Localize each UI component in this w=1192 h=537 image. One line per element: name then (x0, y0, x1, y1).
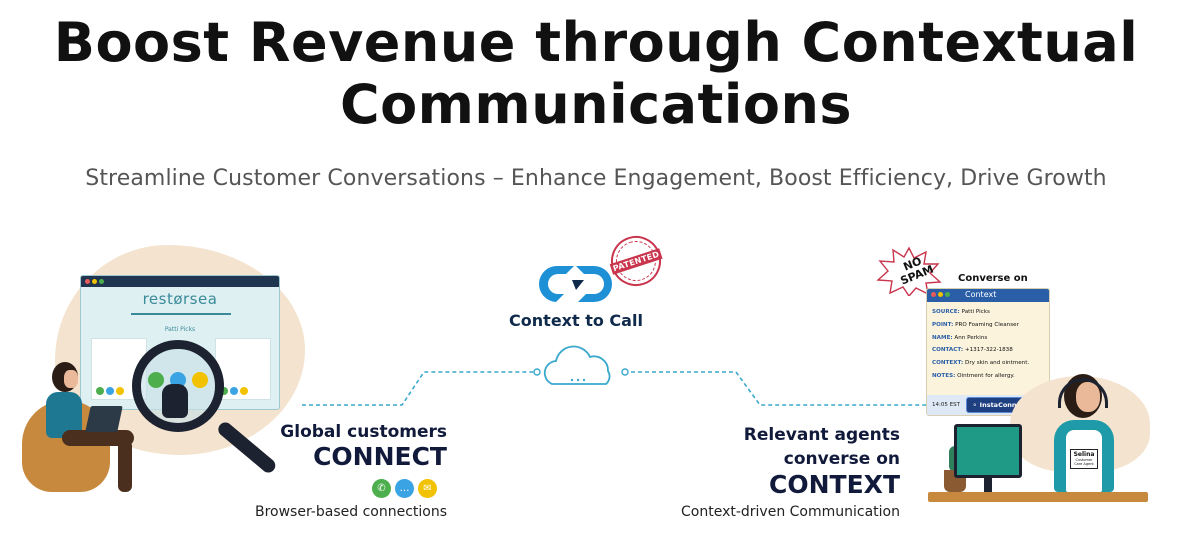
context-field-row: CONTEXT: Dry skin and ointment. (932, 357, 1044, 370)
context-field-value: Patti Picks (961, 309, 990, 315)
monitor-icon (954, 424, 1022, 478)
laptop-icon (85, 406, 123, 432)
context-field-key: POINT: (932, 321, 954, 328)
page-title-line1: Boost Revenue through Contextual (53, 11, 1139, 74)
no-spam-starburst (876, 246, 942, 296)
context-field-row: NOTES: Ointment for allergy. (932, 370, 1044, 383)
context-field-value: +1317-322-1838 (964, 347, 1013, 354)
pointer-hand-icon (162, 384, 188, 418)
context-field-key: CONTACT: (932, 347, 964, 354)
browser-brand-logo: restørsea (142, 290, 218, 308)
mail-icon: ✉ (418, 479, 437, 498)
context-to-call-logo-icon (538, 265, 612, 302)
panel-heading: Converse on (958, 273, 1028, 284)
context-field-value: Ointment for allergy. (957, 372, 1015, 379)
left-headline-connect: CONNECT (313, 442, 447, 471)
context-field-key: NOTES: (932, 372, 956, 379)
right-connector-node (621, 368, 629, 376)
right-headline-context: CONTEXT (769, 470, 900, 499)
phone-icon: ✆ (372, 479, 391, 498)
left-footnote: Browser-based connections (254, 504, 447, 520)
product-card (215, 338, 271, 400)
left-caption: Global customers (280, 422, 447, 442)
context-field-value: Ann Perkins (954, 334, 988, 341)
chat-icon: … (395, 479, 414, 498)
context-to-call-label: Context to Call (509, 311, 643, 330)
desk-illustration (928, 492, 1148, 502)
context-field-row: SOURCE: Patti Picks (932, 306, 1044, 319)
context-field-key: CONTEXT: (932, 360, 964, 367)
context-panel-titlebar: Context (927, 289, 1049, 302)
browser-titlebar (81, 276, 279, 287)
agent-role: Customer Care Agent (1074, 458, 1094, 466)
context-field-row: POINT: PRO Foaming Cleanser (932, 319, 1044, 332)
agent-name: Selina (1073, 451, 1095, 458)
left-connector-node (533, 368, 541, 376)
context-field-row: NAME: Ann Perkins (932, 332, 1044, 345)
right-caption: Relevant agents converse on (743, 425, 900, 469)
right-footnote: Context-driven Communication (681, 504, 900, 520)
left-dashed-connector (302, 371, 538, 406)
page-title: Boost Revenue through Contextual Communi… (0, 12, 1192, 136)
call-time: 14:05 EST (932, 402, 960, 408)
cloud-icon (543, 345, 611, 385)
context-field-value: PRO Foaming Cleanser (955, 321, 1019, 328)
right-dashed-connector (624, 371, 928, 406)
page-subtitle: Streamline Customer Conversations – Enha… (85, 166, 1107, 191)
patented-stamp-text: PATENTED (609, 247, 663, 275)
agent-name-badge: Selina Customer Care Agent (1070, 449, 1098, 469)
context-panel-title: Context (965, 290, 997, 299)
page-title-line2: Communications (339, 73, 853, 136)
browser-section-title: Patti Picks (164, 326, 196, 333)
context-field-key: SOURCE: (932, 309, 960, 315)
context-field-row: CONTACT: +1317-322-1838 (932, 344, 1044, 357)
context-field-value: Dry skin and ointment. (965, 360, 1030, 367)
context-field-key: NAME: (932, 334, 953, 341)
magnified-contact-buttons (148, 372, 208, 388)
contact-icons: ✆ … ✉ (372, 479, 437, 498)
